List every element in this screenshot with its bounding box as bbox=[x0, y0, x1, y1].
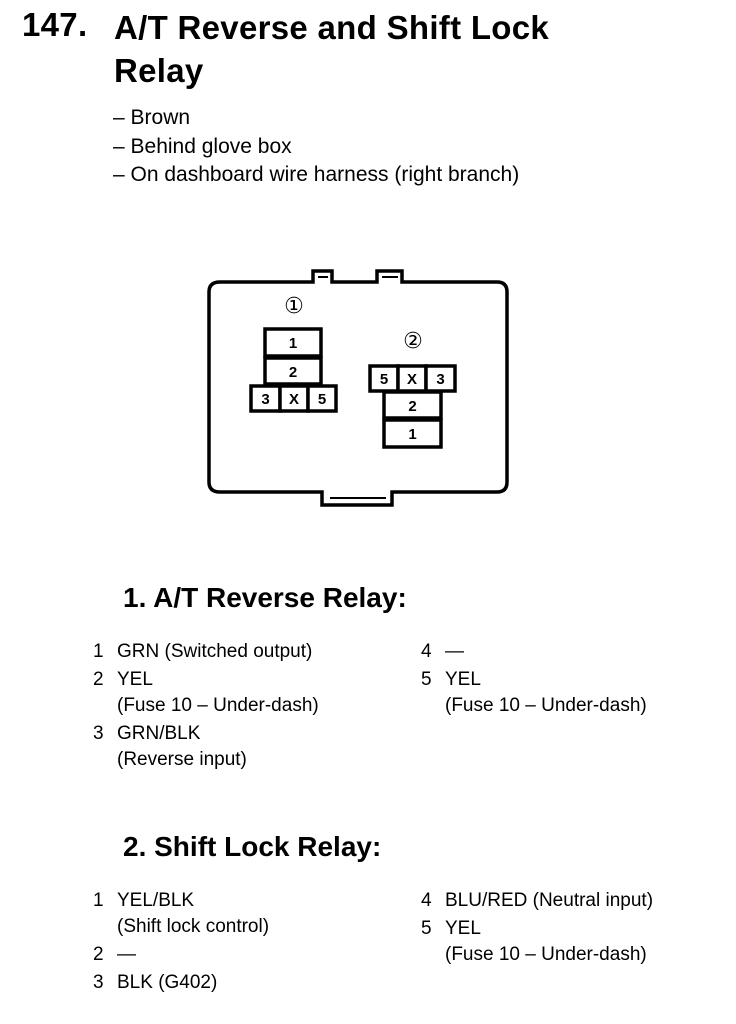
pin-number: 4 bbox=[421, 641, 432, 662]
reverse-relay-pins-left: 1 GRN (Switched output) 2 YEL (Fuse 10 –… bbox=[93, 639, 319, 773]
pin-wire: YEL bbox=[117, 669, 153, 690]
connector1-cell-3 bbox=[249, 384, 282, 413]
shift-lock-relay-title: 2. Shift Lock Relay: bbox=[123, 831, 382, 862]
page-title: A/T Reverse and Shift Lock Relay bbox=[114, 6, 674, 92]
connector1-cell-2 bbox=[263, 356, 323, 386]
pin-number: 2 bbox=[93, 944, 104, 965]
pin-wire: GRN/BLK bbox=[117, 723, 201, 744]
connector1-cell-5 bbox=[306, 384, 338, 413]
connector2-pin-label: 3 bbox=[436, 371, 444, 388]
connector2-pin-label: 1 bbox=[408, 426, 416, 443]
connector2-cell-2 bbox=[382, 390, 443, 420]
connector1-pin-label: X bbox=[289, 391, 299, 408]
title-line-2: Relay bbox=[114, 52, 204, 89]
pin-note: (Reverse input) bbox=[117, 749, 247, 770]
location-item: – On dashboard wire harness (right branc… bbox=[113, 163, 520, 186]
pin-row: 3 GRN/BLK (Reverse input) bbox=[93, 721, 319, 773]
connector1-label: ① bbox=[284, 294, 304, 319]
pin-number: 4 bbox=[421, 890, 432, 911]
connector2-label: ② bbox=[403, 329, 423, 354]
heading-number: 147. bbox=[22, 6, 88, 43]
connector2-pin-label: 2 bbox=[408, 398, 416, 415]
pin-number: 5 bbox=[421, 918, 432, 939]
connector2-pin-label: X bbox=[407, 371, 417, 388]
connector1-pin-label: 1 bbox=[289, 335, 297, 352]
pin-number: 5 bbox=[421, 669, 432, 690]
connector1-pin-label: 3 bbox=[261, 391, 269, 408]
pin-row: 2 YEL (Fuse 10 – Under-dash) bbox=[93, 667, 319, 719]
pin-wire: — bbox=[445, 641, 464, 662]
pin-row: 4 — bbox=[421, 639, 647, 665]
connector1-cell-1 bbox=[263, 327, 323, 358]
pin-note: (Fuse 10 – Under-dash) bbox=[445, 695, 647, 716]
pin-note: (Shift lock control) bbox=[117, 916, 270, 937]
pin-wire: YEL bbox=[445, 918, 481, 939]
pin-wire: BLU/RED (Neutral input) bbox=[445, 890, 654, 911]
pin-number: 2 bbox=[93, 669, 104, 690]
connector2-pin-label: 5 bbox=[380, 371, 388, 388]
connector2 bbox=[368, 364, 457, 449]
connector-diagram: ① 1 2 3 X 5 ② 5 X 3 2 1 bbox=[207, 269, 509, 507]
connector1 bbox=[249, 327, 338, 413]
pin-row: 4 BLU/RED (Neutral input) bbox=[421, 888, 653, 914]
pin-wire: YEL bbox=[445, 669, 481, 690]
pin-row: 5 YEL (Fuse 10 – Under-dash) bbox=[421, 667, 647, 719]
pin-row: 2 — bbox=[93, 942, 269, 968]
pin-note: (Fuse 10 – Under-dash) bbox=[445, 944, 647, 965]
pin-wire: YEL/BLK bbox=[117, 890, 195, 911]
pin-wire: GRN (Switched output) bbox=[117, 641, 313, 662]
location-item: – Brown bbox=[113, 106, 191, 129]
pin-wire: BLK (G402) bbox=[117, 972, 218, 993]
reverse-relay-pins-right: 4 — 5 YEL (Fuse 10 – Under-dash) bbox=[421, 639, 647, 719]
connector1-pin-label: 5 bbox=[318, 391, 326, 408]
reverse-relay-title: 1. A/T Reverse Relay: bbox=[123, 582, 407, 613]
location-list: – Brown – Behind glove box – On dashboar… bbox=[113, 104, 519, 190]
shift-lock-relay-pins-right: 4 BLU/RED (Neutral input) 5 YEL (Fuse 10… bbox=[421, 888, 653, 968]
pin-note: (Fuse 10 – Under-dash) bbox=[117, 695, 319, 716]
pin-row: 1 GRN (Switched output) bbox=[93, 639, 319, 665]
connector1-pin-label: 2 bbox=[289, 364, 297, 381]
pin-number: 1 bbox=[93, 890, 104, 911]
title-line-1: A/T Reverse and Shift Lock bbox=[114, 9, 550, 46]
shift-lock-relay-pins-left: 1 YEL/BLK (Shift lock control) 2 — 3 BLK… bbox=[93, 888, 269, 996]
connector2-cell-5 bbox=[368, 364, 400, 393]
pin-wire: — bbox=[117, 944, 136, 965]
pin-row: 5 YEL (Fuse 10 – Under-dash) bbox=[421, 916, 653, 968]
location-item: – Behind glove box bbox=[113, 134, 292, 158]
pin-row: 3 BLK (G402) bbox=[93, 970, 269, 996]
pin-number: 3 bbox=[93, 972, 104, 993]
pin-number: 3 bbox=[93, 723, 104, 744]
connector2-cell-1 bbox=[382, 418, 443, 449]
pin-row: 1 YEL/BLK (Shift lock control) bbox=[93, 888, 269, 940]
relay-housing bbox=[207, 269, 509, 507]
pin-number: 1 bbox=[93, 641, 104, 662]
